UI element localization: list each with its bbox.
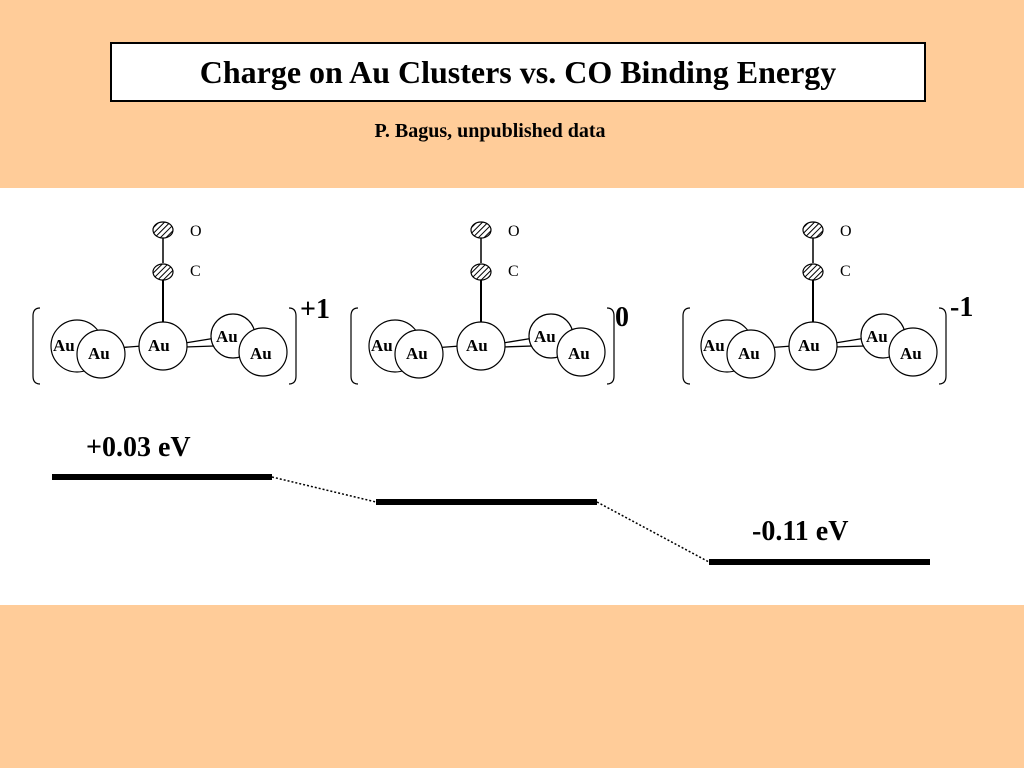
diagram-panel <box>0 188 1024 605</box>
slide-subtitle: P. Bagus, unpublished data <box>374 120 606 142</box>
oxygen-atom <box>470 221 492 239</box>
gold-label: Au <box>534 327 556 346</box>
left-bracket <box>350 307 359 385</box>
charge-label-3: -1 <box>950 292 973 323</box>
oxygen-atom <box>802 221 824 239</box>
gold-label: Au <box>900 344 922 363</box>
oxygen-label: O <box>190 223 202 240</box>
carbon-label: C <box>840 263 851 280</box>
gold-label: Au <box>406 344 428 363</box>
gold-label: Au <box>466 336 488 355</box>
carbon-atom <box>802 263 824 281</box>
gold-label: Au <box>738 344 760 363</box>
carbon-atom <box>470 263 492 281</box>
gold-label: Au <box>88 344 110 363</box>
carbon-label: C <box>508 263 519 280</box>
carbon-label: C <box>190 263 201 280</box>
gold-atom <box>788 321 838 371</box>
oxygen-atom <box>152 221 174 239</box>
gold-atom <box>888 327 938 377</box>
gold-label: Au <box>866 327 888 346</box>
left-bracket <box>682 307 691 385</box>
right-bracket <box>938 307 947 385</box>
energy-label-1: +0.03 eV <box>86 432 191 463</box>
slide-title: Charge on Au Clusters vs. CO Binding Ene… <box>110 42 926 102</box>
gold-atom <box>394 329 444 379</box>
gold-label: Au <box>250 344 272 363</box>
gold-label: Au <box>798 336 820 355</box>
connector-line <box>596 501 710 563</box>
gold-label: Au <box>371 336 393 355</box>
energy-levels-group: +0.03 eV -0.11 eV <box>52 432 930 565</box>
gold-label: Au <box>148 336 170 355</box>
right-bracket <box>606 307 615 385</box>
energy-label-3: -0.11 eV <box>752 516 848 547</box>
gold-atom <box>138 321 188 371</box>
gold-atom <box>556 327 606 377</box>
gold-label: Au <box>568 344 590 363</box>
gold-atom <box>726 329 776 379</box>
gold-atom <box>76 329 126 379</box>
gold-atom <box>456 321 506 371</box>
gold-atom <box>238 327 288 377</box>
left-bracket <box>32 307 41 385</box>
oxygen-label: O <box>840 223 852 240</box>
charge-label-2: 0 <box>615 302 629 333</box>
gold-label: Au <box>53 336 75 355</box>
carbon-atom <box>152 263 174 281</box>
oxygen-label: O <box>508 223 520 240</box>
connector-line <box>271 476 377 503</box>
right-bracket <box>288 307 297 385</box>
gold-label: Au <box>216 327 238 346</box>
charge-label-1: +1 <box>300 294 330 325</box>
gold-label: Au <box>703 336 725 355</box>
